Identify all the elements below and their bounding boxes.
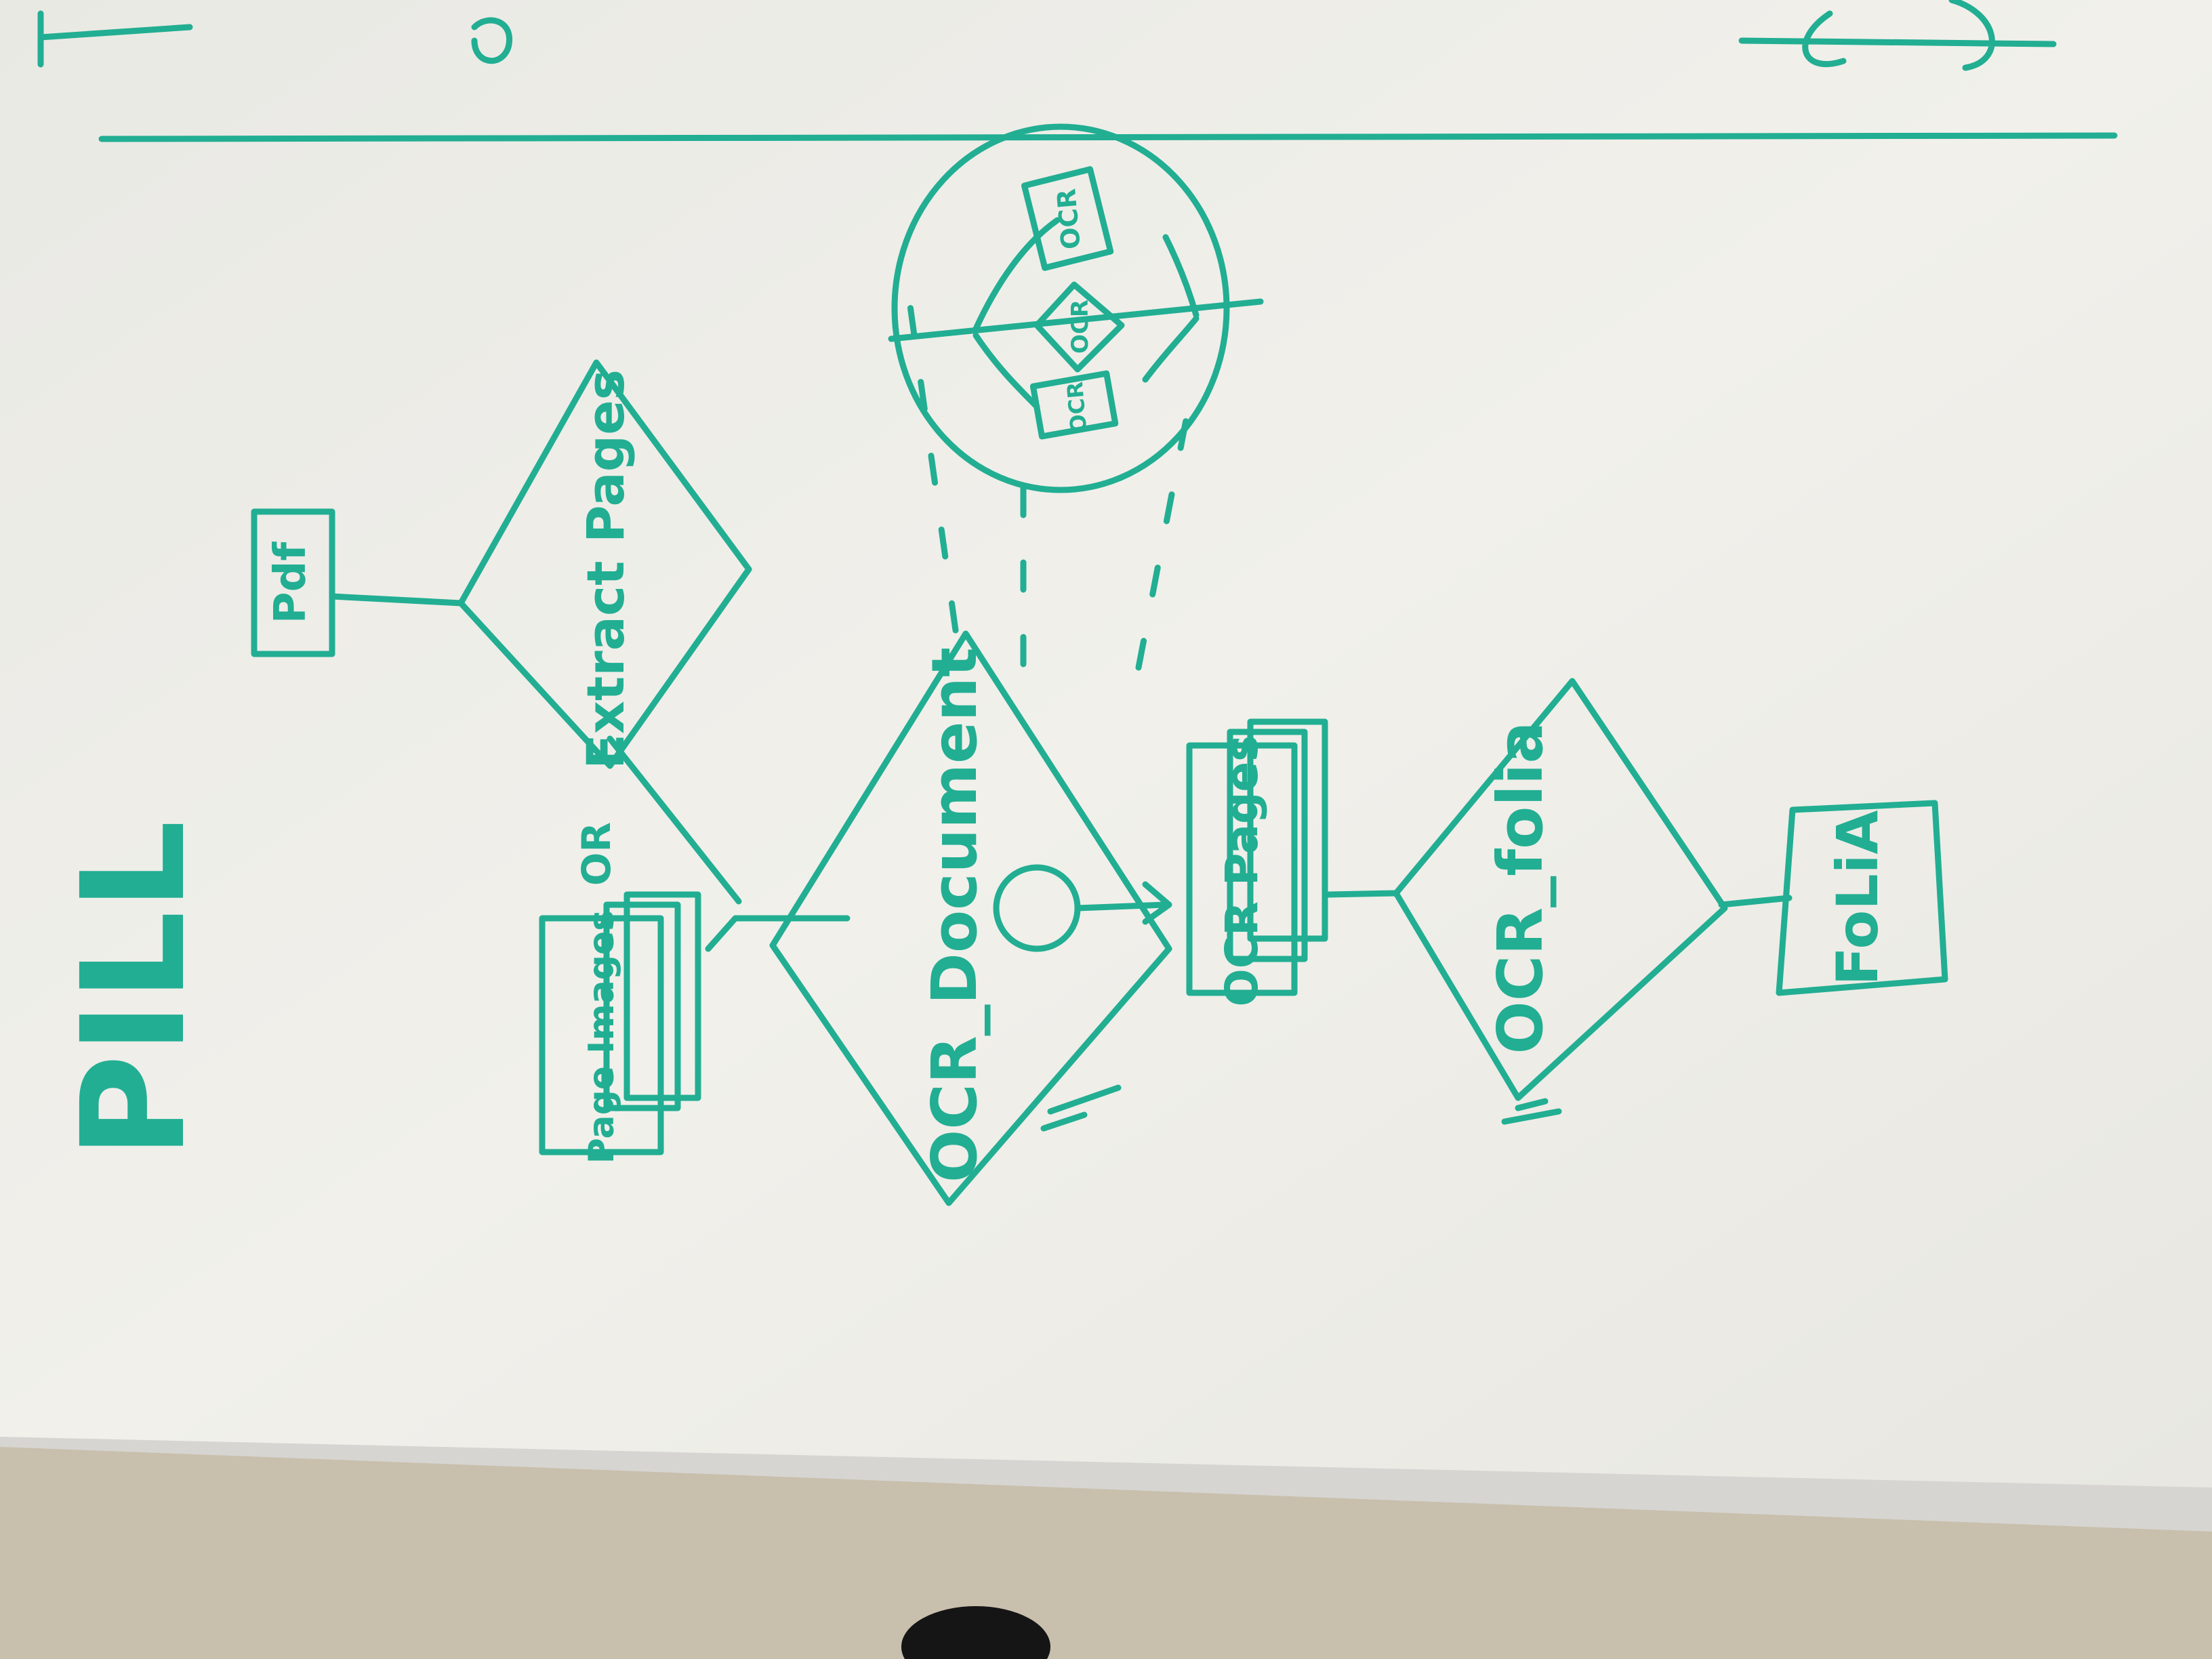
folia-box	[1776, 800, 1948, 996]
or-label: OR	[573, 822, 619, 886]
page-images-label: Page Images	[581, 910, 622, 1164]
sub-ocr-box-3	[1029, 370, 1119, 440]
extract-pages-label: Extract Pages	[575, 369, 636, 769]
zoom-flow-line	[888, 298, 1264, 342]
extract-pages-diamond	[457, 359, 752, 769]
zoom-branch-lower	[972, 315, 1200, 410]
shoe	[901, 1606, 1050, 1659]
sub-ocr-label-1: OCR	[1051, 188, 1086, 251]
ocr-pages-stack-mid	[1227, 729, 1308, 962]
pill-title: PILL	[51, 820, 217, 1159]
pdf-connector	[329, 593, 464, 607]
ocr-document-label: OCR_Document	[918, 647, 991, 1183]
zoom-branch-upper	[972, 217, 1200, 332]
pdf-label: Pdf	[266, 541, 316, 624]
pill-underline-flourish	[1040, 1084, 1562, 1132]
page-images-stack-mid	[603, 901, 681, 1111]
extract-to-images-connector	[607, 735, 742, 905]
top-right-scribble	[1738, 0, 2057, 71]
pdf-box	[251, 508, 335, 657]
ocr-pages-label: OCR Pages	[1216, 735, 1268, 1007]
sub-ocr-label-2: OCR	[1067, 300, 1094, 354]
ocr-pages-stack-back	[1247, 718, 1328, 942]
ocr-doc-to-pages-connector	[1074, 901, 1169, 912]
zoom-circle	[891, 123, 1230, 493]
pages-to-folia-connector	[1325, 890, 1399, 898]
ocr-document-diamond	[769, 630, 1172, 1206]
images-to-ocr-doc-connector	[705, 915, 851, 952]
top-left-scribble	[37, 10, 513, 68]
arrowhead	[1142, 881, 1172, 925]
ocr-pages-box	[1186, 742, 1298, 996]
page-images-box	[539, 915, 664, 1155]
ocr-folia-label: OCR_folia	[1484, 722, 1557, 1054]
zoom-dashed-line-1	[905, 288, 959, 634]
ocr-folia-diamond	[1393, 678, 1728, 1101]
folia-label: FoLiA	[1824, 810, 1891, 985]
whiteboard	[0, 0, 2212, 1488]
sub-ocr-label-3: OCR	[1062, 381, 1092, 434]
sub-ocr-diamond-2	[1033, 281, 1125, 373]
sub-ocr-box-1	[1021, 166, 1114, 271]
folia-connector	[1718, 895, 1793, 908]
